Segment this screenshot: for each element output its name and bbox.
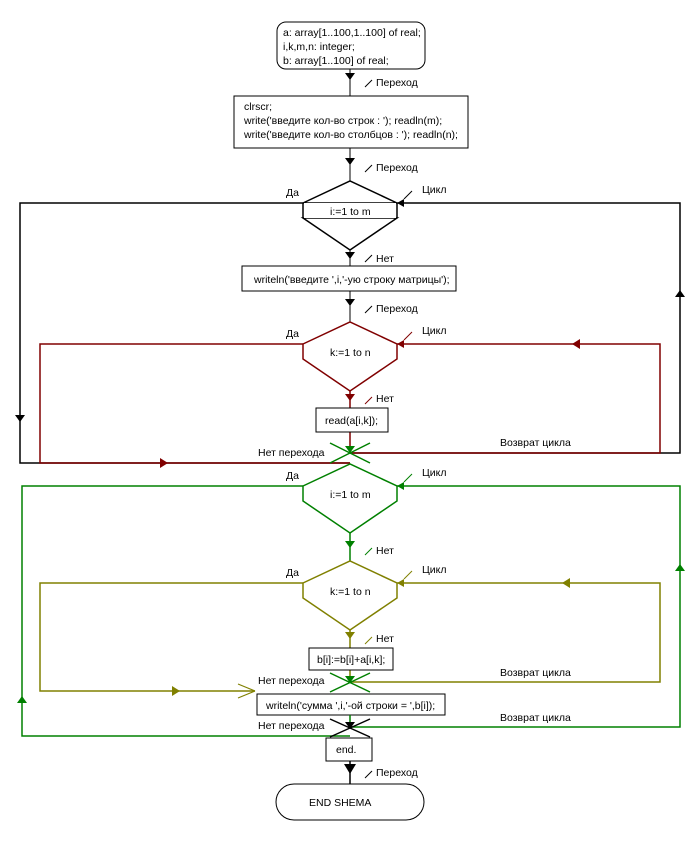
loop2-loop-label: Цикл <box>422 325 446 337</box>
loop2-yes-label: Да <box>286 328 299 340</box>
sum-block: b[i]:=b[i]+a[i,k]; <box>308 647 394 671</box>
input-line-2: write('введите кол-во строк : '); readln… <box>243 115 442 127</box>
read-text: read(a[i,k]); <box>325 415 378 427</box>
declarations-line-2: i,k,m,n: integer; <box>283 41 355 53</box>
input-block: clrscr; write('введите кол-во строк : ')… <box>233 95 469 149</box>
loop3-decision <box>302 463 398 534</box>
loop1-exit-no: Нет <box>345 250 394 266</box>
loop3-exit-no: Нет <box>345 533 394 562</box>
end-block: end. <box>325 737 373 762</box>
terminator: END SHEMA <box>275 783 425 821</box>
loop2-right-arrow <box>572 339 580 349</box>
loop1-no-label: Нет <box>376 253 394 265</box>
writeln-prompt-block: writeln('введите ',i,'-ую строку матрицы… <box>241 265 457 292</box>
loop3-no-transition-label: Нет перехода <box>258 675 325 687</box>
loop4-entry-tick <box>237 683 256 699</box>
loop3-no-label: Нет <box>376 545 394 557</box>
loop1-cell <box>304 203 396 218</box>
loop2-condition: k:=1 to n <box>330 347 371 359</box>
loop4-decision <box>302 560 398 631</box>
junction-arrow-2 <box>345 676 355 683</box>
transition-label-4: Переход <box>376 767 418 779</box>
loop3-yes-label: Да <box>286 470 299 482</box>
loop4-exit-no: Нет <box>345 630 394 648</box>
declarations-line-1: a: array[1..100,1..100] of real; <box>283 27 421 39</box>
declarations-line-3: b: array[1..100] of real; <box>283 55 389 67</box>
connector-input-to-loop1: Переход <box>345 148 418 181</box>
connector-prompt-to-loop2: Переход <box>345 291 418 322</box>
loop4-right-arrow <box>562 578 570 588</box>
transition-label-2: Переход <box>376 162 418 174</box>
loop4-bottom-arrow <box>172 686 180 696</box>
loop4-loop-label: Цикл <box>422 564 446 576</box>
loop3-return-label: Возврат цикла <box>500 712 571 724</box>
loop2-return-label: Возврат цикла <box>500 437 571 449</box>
connector-end-to-terminator: Переход <box>344 761 418 784</box>
loop4-condition: k:=1 to n <box>330 586 371 598</box>
loop1-condition: i:=1 to m <box>330 206 371 218</box>
loop1-yes-label: Да <box>286 187 299 199</box>
writeln-prompt-text: writeln('введите ',i,'-ую строку матрицы… <box>253 274 450 286</box>
final-no-transition-label: Нет перехода <box>258 720 325 732</box>
loop2-decision <box>302 321 398 392</box>
loop2-exit-no: Нет <box>345 391 394 408</box>
loop2-no-label: Нет <box>376 393 394 405</box>
junction-arrow-1 <box>345 446 355 453</box>
loop3-frame <box>21 485 681 737</box>
loop1-loop-tick <box>403 190 413 200</box>
declarations-block: a: array[1..100,1..100] of real; i,k,m,n… <box>276 21 426 70</box>
transition-label-3: Переход <box>376 303 418 315</box>
writeln-sum-block: writeln('сумма ',i,'-ой строки = ',b[i])… <box>256 693 446 716</box>
loop3-left-arrow <box>17 696 27 703</box>
input-line-1: clrscr; <box>244 101 272 113</box>
loop4-return-label: Возврат цикла <box>500 667 571 679</box>
loop3-loop-label: Цикл <box>422 467 446 479</box>
loop4-loop-tick <box>403 570 413 580</box>
loop3-right-arrow <box>675 564 685 571</box>
loop1-left-arrow <box>15 415 25 422</box>
transition-label-1: Переход <box>376 77 418 89</box>
loop2-loop-tick <box>403 331 413 341</box>
end-text: end. <box>336 744 356 756</box>
loop1-no-transition-label: Нет перехода <box>258 447 325 459</box>
terminator-text: END SHEMA <box>309 797 371 809</box>
connector-start-to-input: Переход <box>345 69 418 96</box>
loop1-loop-label: Цикл <box>422 184 446 196</box>
loop1-right-arrow <box>675 290 685 297</box>
loop2-bottom-arrow <box>160 458 168 468</box>
read-block: read(a[i,k]); <box>315 407 389 433</box>
writeln-sum-text: writeln('сумма ',i,'-ой строки = ',b[i])… <box>265 700 435 712</box>
input-line-3: write('введите кол-во столбцов : '); rea… <box>243 129 458 141</box>
loop3-condition: i:=1 to m <box>330 489 371 501</box>
loop3-loop-tick <box>403 473 413 483</box>
junction-arrow-3 <box>345 722 355 729</box>
loop4-yes-label: Да <box>286 567 299 579</box>
loop4-no-label: Нет <box>376 633 394 645</box>
sum-text: b[i]:=b[i]+a[i,k]; <box>317 654 385 666</box>
